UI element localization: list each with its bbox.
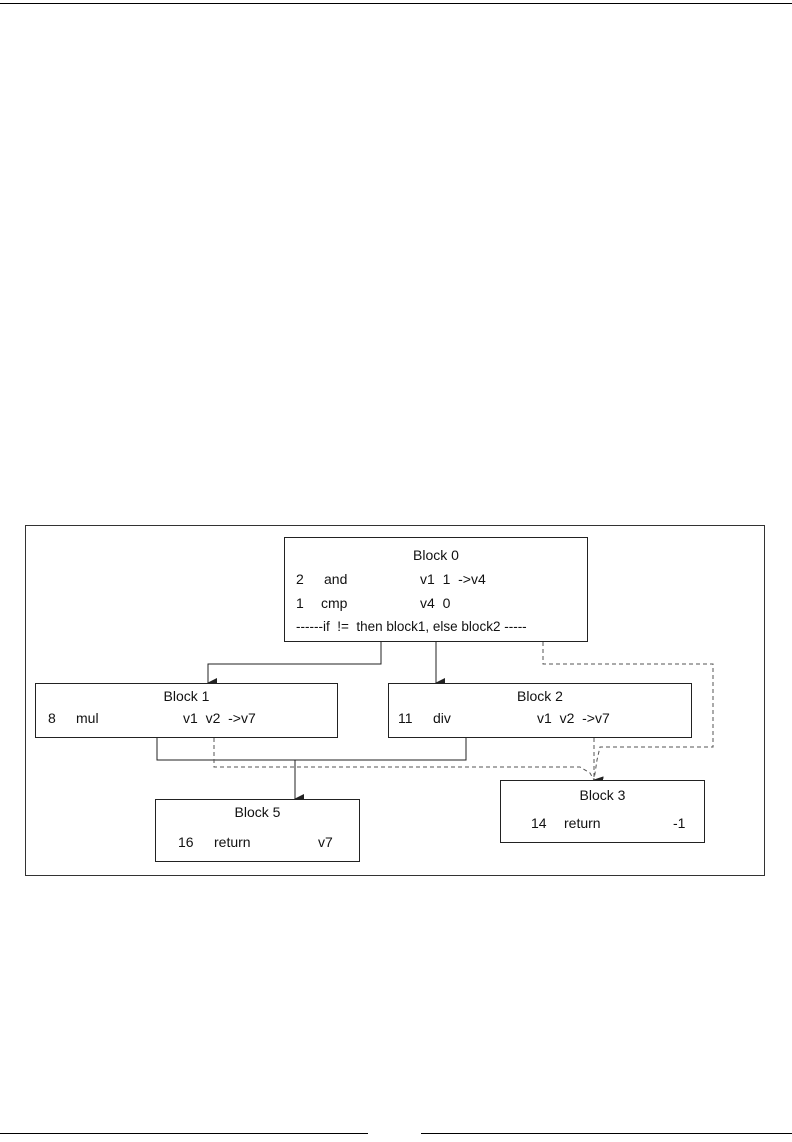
- page-bottom-rule-right: [421, 1133, 792, 1134]
- block-2-instr-0-num: 11: [398, 710, 413, 726]
- block-0-instr-1-op: cmp: [321, 595, 348, 611]
- block-5-instr-0-num: 16: [178, 834, 194, 850]
- block-1-instr-0-op: mul: [76, 710, 99, 726]
- block-1-instr-0-num: 8: [48, 710, 56, 726]
- block-0-branch: ------if != then block1, else block2 ---…: [296, 619, 527, 634]
- block-1-title: Block 1: [163, 688, 210, 704]
- block-5-title: Block 5: [234, 804, 281, 820]
- block-2-instr-0-op: div: [433, 710, 451, 726]
- block-3-instr-0-op: return: [564, 815, 601, 831]
- block-0-instr-1-operands: v4 0: [420, 595, 451, 611]
- block-3-instr-0-num: 14: [531, 815, 547, 831]
- block-3-title: Block 3: [579, 787, 626, 803]
- block-2-instr-0-operands: v1 v2 ->v7: [537, 710, 610, 726]
- page-top-rule: [0, 3, 792, 4]
- block-1: Block 1 8 mul v1 v2 ->v7: [35, 683, 338, 738]
- block-0: Block 0 2 and v1 1 ->v4 1 cmp v4 0 -----…: [284, 537, 588, 642]
- block-0-instr-0-operands: v1 1 ->v4: [420, 571, 486, 587]
- block-0-instr-0-num: 2: [296, 571, 304, 587]
- block-5-instr-0-op: return: [214, 834, 251, 850]
- block-0-instr-1-num: 1: [296, 595, 304, 611]
- figure-frame: [25, 525, 765, 876]
- block-0-title: Block 0: [413, 547, 459, 563]
- block-0-instr-0-op: and: [324, 571, 348, 587]
- block-2: Block 2 11 div v1 v2 ->v7: [388, 683, 692, 738]
- block-3: Block 3 14 return -1: [500, 780, 705, 843]
- page-bottom-rule-left: [0, 1133, 368, 1134]
- block-2-title: Block 2: [517, 688, 563, 704]
- block-1-instr-0-operands: v1 v2 ->v7: [183, 710, 256, 726]
- block-5-instr-0-operands: v7: [318, 834, 333, 850]
- block-3-instr-0-operands: -1: [673, 815, 686, 831]
- block-5: Block 5 16 return v7: [155, 799, 360, 862]
